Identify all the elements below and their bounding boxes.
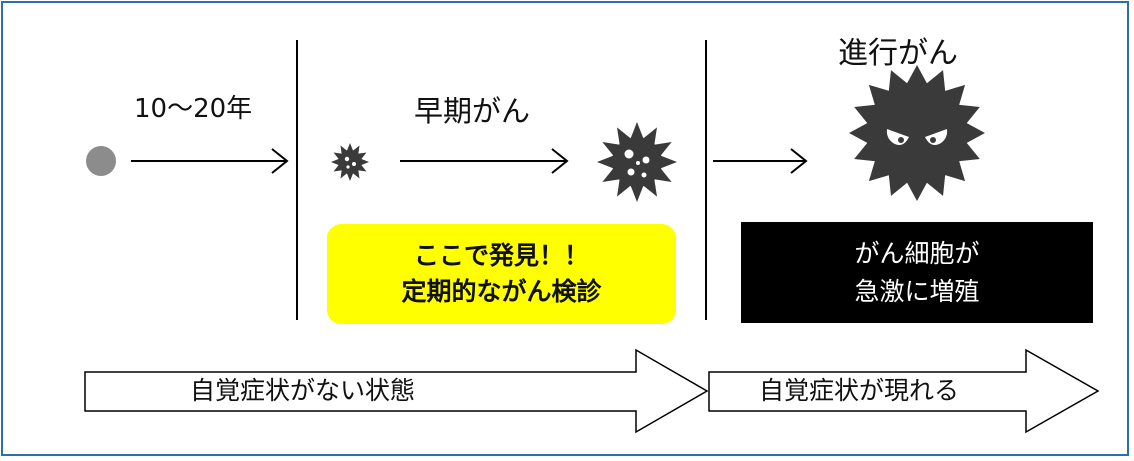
- symptoms-phase-arrow: [708, 348, 1100, 434]
- early-cancer-cell-icon: [597, 122, 677, 202]
- arrow-icon: [713, 148, 808, 174]
- arrow-icon: [400, 148, 569, 174]
- detection-callout: ここで発見！！ 定期的ながん検診: [327, 224, 676, 324]
- detection-callout-line2: 定期的ながん検診: [401, 277, 602, 306]
- no-symptoms-phase-arrow: [84, 348, 709, 434]
- arrow-icon: [131, 148, 289, 174]
- small-cancer-cell-icon: [331, 143, 369, 181]
- growth-callout: がん細胞が 急激に増殖: [741, 222, 1093, 323]
- symptoms-appear-label: 自覚症状が現れる: [759, 376, 960, 405]
- growth-callout-line1: がん細胞が: [854, 238, 980, 268]
- no-symptoms-label: 自覚症状がない状態: [190, 376, 416, 405]
- normal-cell-dot: [86, 146, 116, 176]
- growth-callout-line2: 急激に増殖: [854, 276, 980, 306]
- duration-label: 10〜20年: [134, 94, 253, 124]
- detection-callout-line1: ここで発見！！: [413, 241, 589, 270]
- advanced-cancer-label: 進行がん: [838, 36, 958, 71]
- advanced-cancer-cell-icon: [849, 65, 985, 201]
- early-cancer-label: 早期がん: [414, 94, 531, 128]
